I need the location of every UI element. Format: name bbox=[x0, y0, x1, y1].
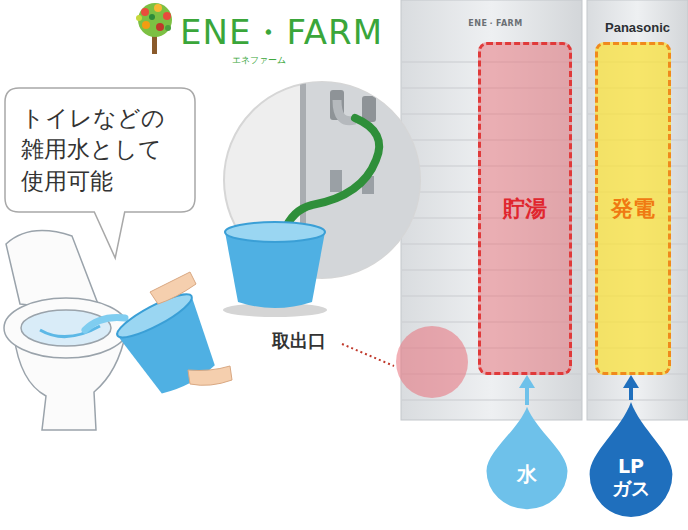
arrow-shaft bbox=[525, 385, 529, 405]
pouring-bucket bbox=[85, 272, 232, 403]
generator-unit: Panasonic 発電 bbox=[587, 0, 688, 420]
arrow-head bbox=[623, 375, 639, 388]
node-text: LP ガス bbox=[606, 456, 656, 500]
logo-tree bbox=[136, 3, 172, 54]
logo-title: ENE・FARM bbox=[180, 10, 383, 56]
node-text: 発電 bbox=[611, 194, 655, 224]
node-text: 水 bbox=[517, 461, 537, 488]
speech-bubble: トイレなどの 雑用水として 使用可能 bbox=[5, 88, 195, 212]
water-drop: 水 bbox=[482, 405, 572, 510]
outlet-highlight bbox=[396, 326, 468, 398]
hot-water-region: 貯湯 bbox=[478, 42, 572, 375]
node-text: Panasonic bbox=[605, 20, 670, 35]
storage-unit: ENE・FARM 貯湯 bbox=[401, 0, 582, 420]
power-region: 発電 bbox=[595, 42, 671, 375]
flow-arrow bbox=[519, 375, 535, 405]
drop-path bbox=[590, 402, 673, 517]
node-text: トイレなどの 雑用水として 使用可能 bbox=[21, 103, 181, 196]
node-text: ENE・FARM bbox=[468, 18, 522, 29]
arrow-shaft bbox=[629, 385, 633, 400]
flow-arrow bbox=[623, 375, 639, 400]
magnified-view bbox=[223, 70, 430, 317]
gas-drop: LP ガス bbox=[585, 400, 677, 518]
toilet bbox=[4, 231, 128, 430]
bubble-path bbox=[5, 88, 195, 258]
drop-path bbox=[487, 407, 568, 509]
leader-line bbox=[342, 344, 394, 366]
arrow-head bbox=[519, 375, 535, 388]
drop-shape bbox=[482, 405, 572, 510]
logo-subtitle: エネファーム bbox=[232, 54, 286, 67]
node-text: 貯湯 bbox=[503, 194, 547, 224]
outlet-label: 取出口 bbox=[272, 329, 326, 353]
